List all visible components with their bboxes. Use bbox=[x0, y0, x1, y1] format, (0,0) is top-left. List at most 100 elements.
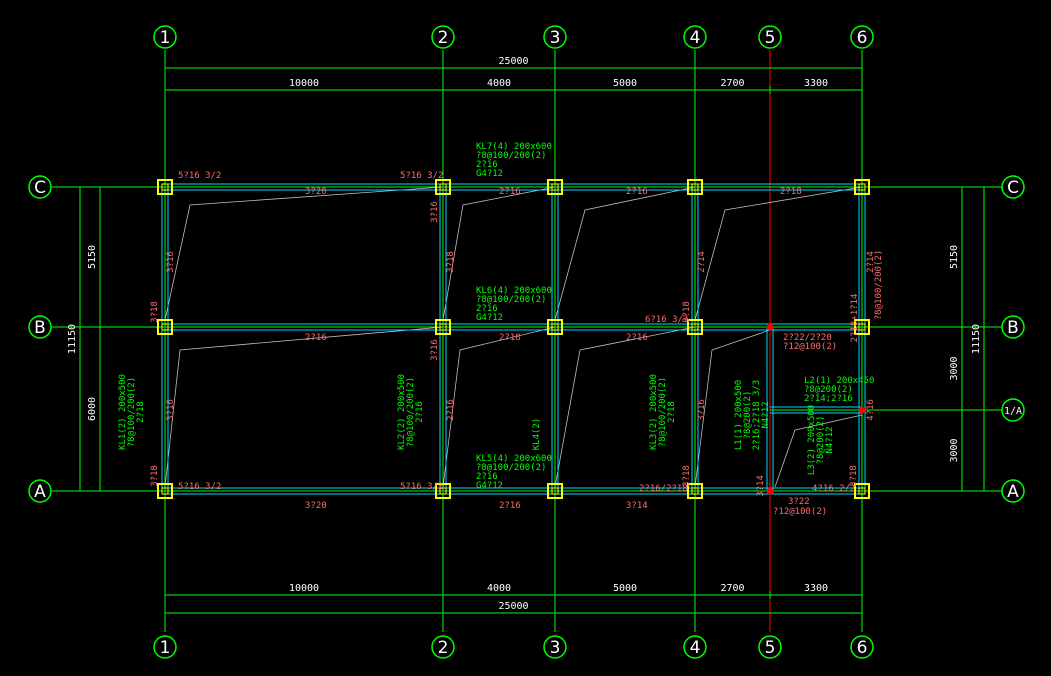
column-6c bbox=[854, 179, 870, 195]
dim-bottom-bays-label-3: 2700 bbox=[720, 583, 744, 594]
column-core-4a bbox=[691, 487, 699, 495]
beam-tag-l2-line-2: 2?14;2?16 bbox=[804, 394, 853, 404]
dim-bottom-bays-label-2: 5000 bbox=[613, 583, 637, 594]
rebar-label-b6-r2: 2?14 bbox=[866, 251, 876, 273]
slab-line-9 bbox=[774, 414, 863, 488]
column-4a bbox=[687, 483, 703, 499]
slab-line-4 bbox=[442, 326, 556, 488]
rebar-label-b5-top: 2?22/2?20 bbox=[783, 333, 832, 343]
rebar-label-a1-top: 5?16 3/2 bbox=[178, 482, 221, 492]
grid-bubble-top-3-label: 3 bbox=[550, 28, 561, 48]
column-3b bbox=[547, 319, 563, 335]
beam-tag-l2-line-1: ?8@200(2) bbox=[804, 385, 853, 395]
beam-tag-kl7-line-0: KL7(4) 200x600 bbox=[476, 142, 552, 152]
grid-bubble-bottom-6-circle bbox=[850, 635, 874, 659]
column-2a bbox=[435, 483, 451, 499]
grid-bubble-bottom-2-circle bbox=[431, 635, 455, 659]
beam-tag-kl5-line-0: KL5(4) 200x600 bbox=[476, 454, 552, 464]
dim-top-bays-label-2: 5000 bbox=[613, 78, 637, 89]
grid-bubble-bottom-2-label: 2 bbox=[438, 638, 449, 658]
beam-tag-kl6-line-0: KL6(4) 200x600 bbox=[476, 286, 552, 296]
column-1b bbox=[157, 319, 173, 335]
rebar-label-a5-bot: 3?22 bbox=[788, 497, 810, 507]
rebar-label-c2-top: 5?16 3/2 bbox=[400, 171, 443, 181]
grid-bubble-left-b-circle bbox=[28, 315, 52, 339]
beam-tag-l2-line-0: L2(1) 200x450 bbox=[804, 376, 874, 386]
rebar-label-c23: 2?16 bbox=[499, 187, 521, 197]
beam-tag-kl5-line-3: G4?12 bbox=[476, 481, 503, 491]
column-6a bbox=[854, 483, 870, 499]
column-core-3b bbox=[551, 323, 559, 331]
beam-tag-kl7-line-2: 2?16 bbox=[476, 160, 498, 170]
rebar-label-b5-stir: ?12@100(2) bbox=[783, 342, 837, 352]
rebar-label-v1-a: 3?18 bbox=[150, 465, 160, 487]
grid-bubble-left-b-label: B bbox=[34, 318, 46, 338]
beam-tag-l3-line-1: ?8@200(2) bbox=[816, 416, 826, 465]
grid-bubble-left-a-circle bbox=[28, 479, 52, 503]
dim-right-total-label-0: 11150 bbox=[971, 324, 982, 354]
column-4c bbox=[687, 179, 703, 195]
grid-bubble-bottom-4-circle bbox=[683, 635, 707, 659]
grid-bubble-top-5-circle bbox=[758, 25, 782, 49]
dim-top-bays-label-3: 2700 bbox=[720, 78, 744, 89]
dim-right-spans-label-0: 5150 bbox=[949, 245, 960, 269]
grid-bubble-top-3-circle bbox=[543, 25, 567, 49]
grid-bubble-bottom-1-label: 1 bbox=[160, 638, 171, 658]
column-core-1a bbox=[161, 487, 169, 495]
grid-bubble-1a-label: 1/A bbox=[1004, 406, 1022, 417]
rebar-label-c1-top: 5?16 3/2 bbox=[178, 171, 221, 181]
grid-bubble-left-a-label: A bbox=[34, 482, 46, 502]
rebar-label-a2-top: 5?16 3/2 bbox=[400, 482, 443, 492]
slab-line-5 bbox=[554, 186, 696, 321]
grid-bubble-bottom-4-label: 4 bbox=[690, 638, 701, 658]
grid-bubble-bottom-6-label: 6 bbox=[857, 638, 868, 658]
rebar-label-a56: 4?16 2/2 bbox=[812, 484, 855, 494]
rebar-label-v6-a: 3?18 bbox=[849, 465, 859, 487]
grid-bubble-bottom-5-label: 5 bbox=[765, 638, 776, 658]
column-2b bbox=[435, 319, 451, 335]
column-core-2a bbox=[439, 487, 447, 495]
column-6b bbox=[854, 319, 870, 335]
dim-bottom-total-label-0: 25000 bbox=[498, 601, 528, 612]
grid-bubble-top-4-circle bbox=[683, 25, 707, 49]
rebar-label-c12: 3?20 bbox=[305, 187, 327, 197]
beam-tag-kl2-line-0: KL2(2) 200x500 bbox=[397, 374, 407, 450]
grid-bubble-top-6-circle bbox=[850, 25, 874, 49]
column-3c bbox=[547, 179, 563, 195]
rebar-label-v4-dn: 3?16 bbox=[697, 399, 707, 421]
rebar-label-c56: 2?18 bbox=[780, 187, 802, 197]
dim-left-spans-label-0: 5150 bbox=[87, 245, 98, 269]
beam-tag-kl4: KL4(2) bbox=[532, 418, 542, 451]
column-5b bbox=[766, 323, 774, 331]
slab-line-2 bbox=[164, 326, 444, 488]
beam-tag-l1-line-2: 2?16;2?18 3/3 bbox=[752, 380, 762, 450]
column-core-6a bbox=[858, 487, 866, 495]
beam-tag-kl2-line-2: 2?16 bbox=[415, 401, 425, 423]
column-core-3a bbox=[551, 487, 559, 495]
beam-tag-l1-line-1: ?8@200(2) bbox=[743, 391, 753, 440]
column-3a bbox=[547, 483, 563, 499]
grid-bubble-top-4-label: 4 bbox=[690, 28, 701, 48]
dim-top-bays-label-0: 10000 bbox=[289, 78, 319, 89]
column-core-4c bbox=[691, 183, 699, 191]
rebar-label-b6-top: 2?18+1?14 bbox=[850, 294, 860, 343]
rebar-label-v2-up: 3?18 bbox=[446, 251, 456, 273]
rebar-label-v5-a: 3?14 bbox=[756, 475, 766, 497]
beam-tag-kl7-line-3: G4?12 bbox=[476, 169, 503, 179]
grid-bubble-right-c-label: C bbox=[1007, 178, 1019, 198]
column-1a bbox=[157, 483, 173, 499]
grid-bubble-top-6-label: 6 bbox=[857, 28, 868, 48]
rebar-label-v2-dn: 2?16 bbox=[446, 399, 456, 421]
rebar-label-v4-up: 2?14 bbox=[697, 251, 707, 273]
grid-bubble-right-a-circle bbox=[1001, 479, 1025, 503]
beam-tag-l3-line-0: L3(2) 200x500 bbox=[807, 405, 817, 475]
rebar-label-b4-top: 6?16 3/3 bbox=[645, 315, 688, 325]
rebar-label-c34: 2?16 bbox=[626, 187, 648, 197]
beam-tag-kl1-line-1: ?8@100/200(2) bbox=[127, 377, 137, 447]
column-core-4b bbox=[691, 323, 699, 331]
beam-tag-kl3-line-2: 2?18 bbox=[667, 401, 677, 423]
column-core-1b bbox=[161, 323, 169, 331]
column-5a bbox=[766, 487, 774, 495]
beam-tag-kl1-line-0: KL1(2) 200x500 bbox=[118, 374, 128, 450]
